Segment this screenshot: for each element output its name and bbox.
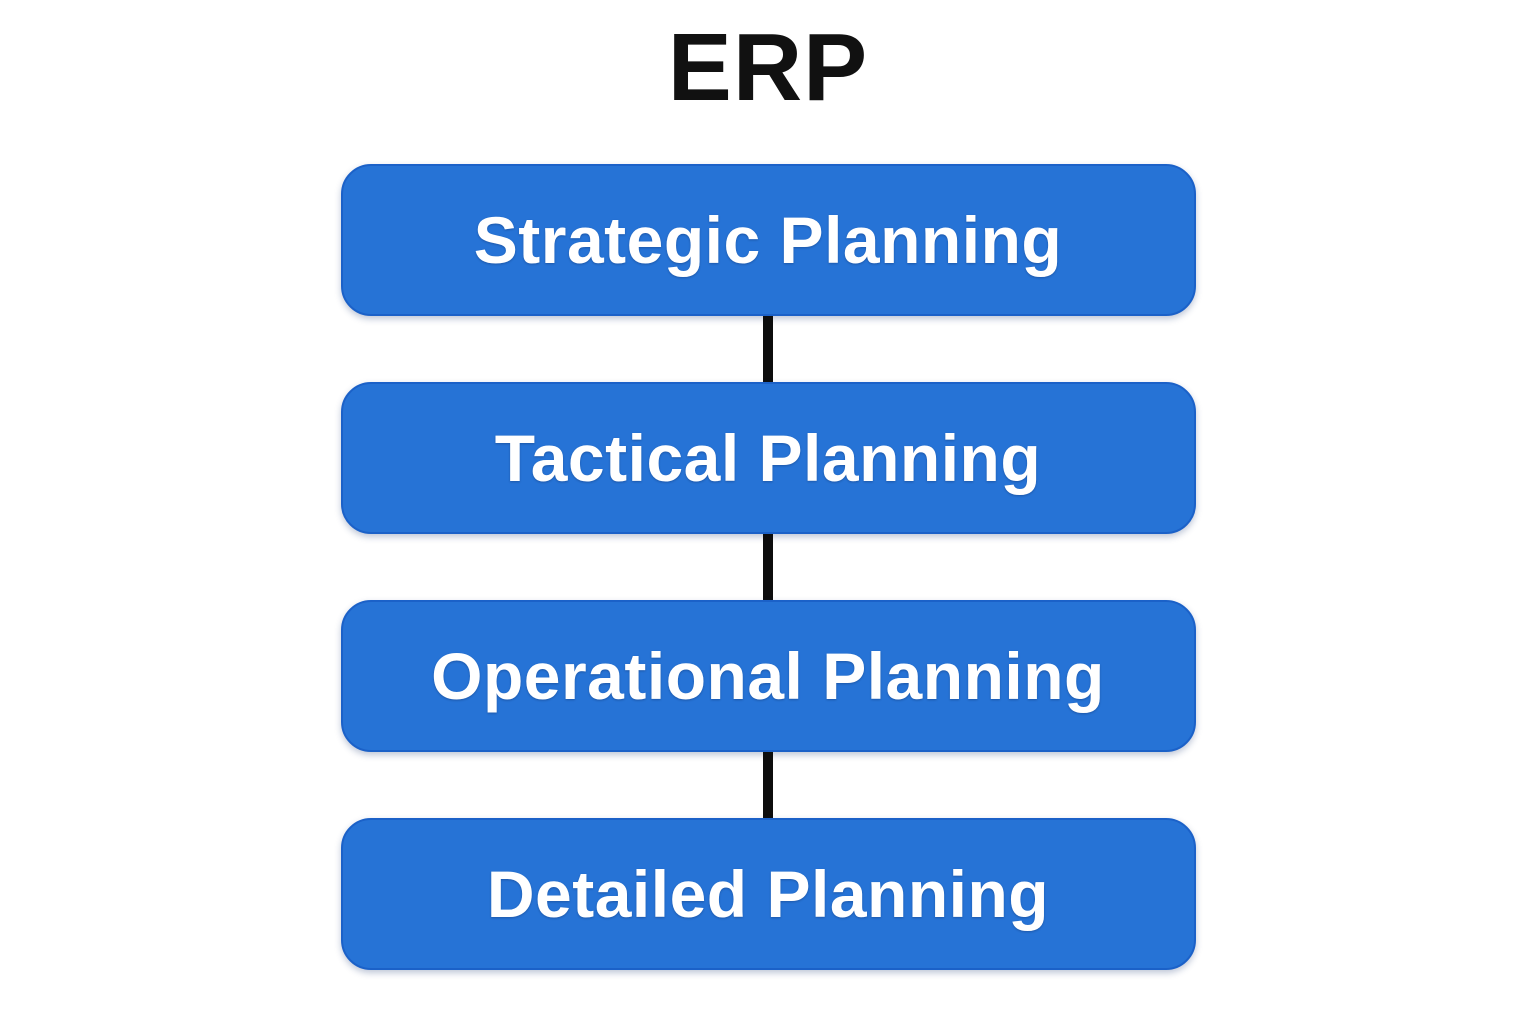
flowchart: Strategic Planning Tactical Planning Ope…	[340, 163, 1196, 970]
flow-box-label: Operational Planning	[431, 638, 1105, 713]
flow-box-label: Strategic Planning	[473, 202, 1063, 277]
diagram-title: ERP	[667, 14, 869, 121]
flow-box-detailed-planning: Detailed Planning	[340, 817, 1196, 970]
connector-line	[763, 533, 773, 600]
flow-box-tactical-planning: Tactical Planning	[340, 381, 1196, 534]
connector-line	[763, 315, 773, 382]
flow-box-strategic-planning: Strategic Planning	[340, 163, 1196, 316]
flow-box-label: Tactical Planning	[494, 420, 1042, 495]
flow-box-operational-planning: Operational Planning	[340, 599, 1196, 752]
connector-line	[763, 751, 773, 818]
flow-box-label: Detailed Planning	[486, 856, 1050, 931]
